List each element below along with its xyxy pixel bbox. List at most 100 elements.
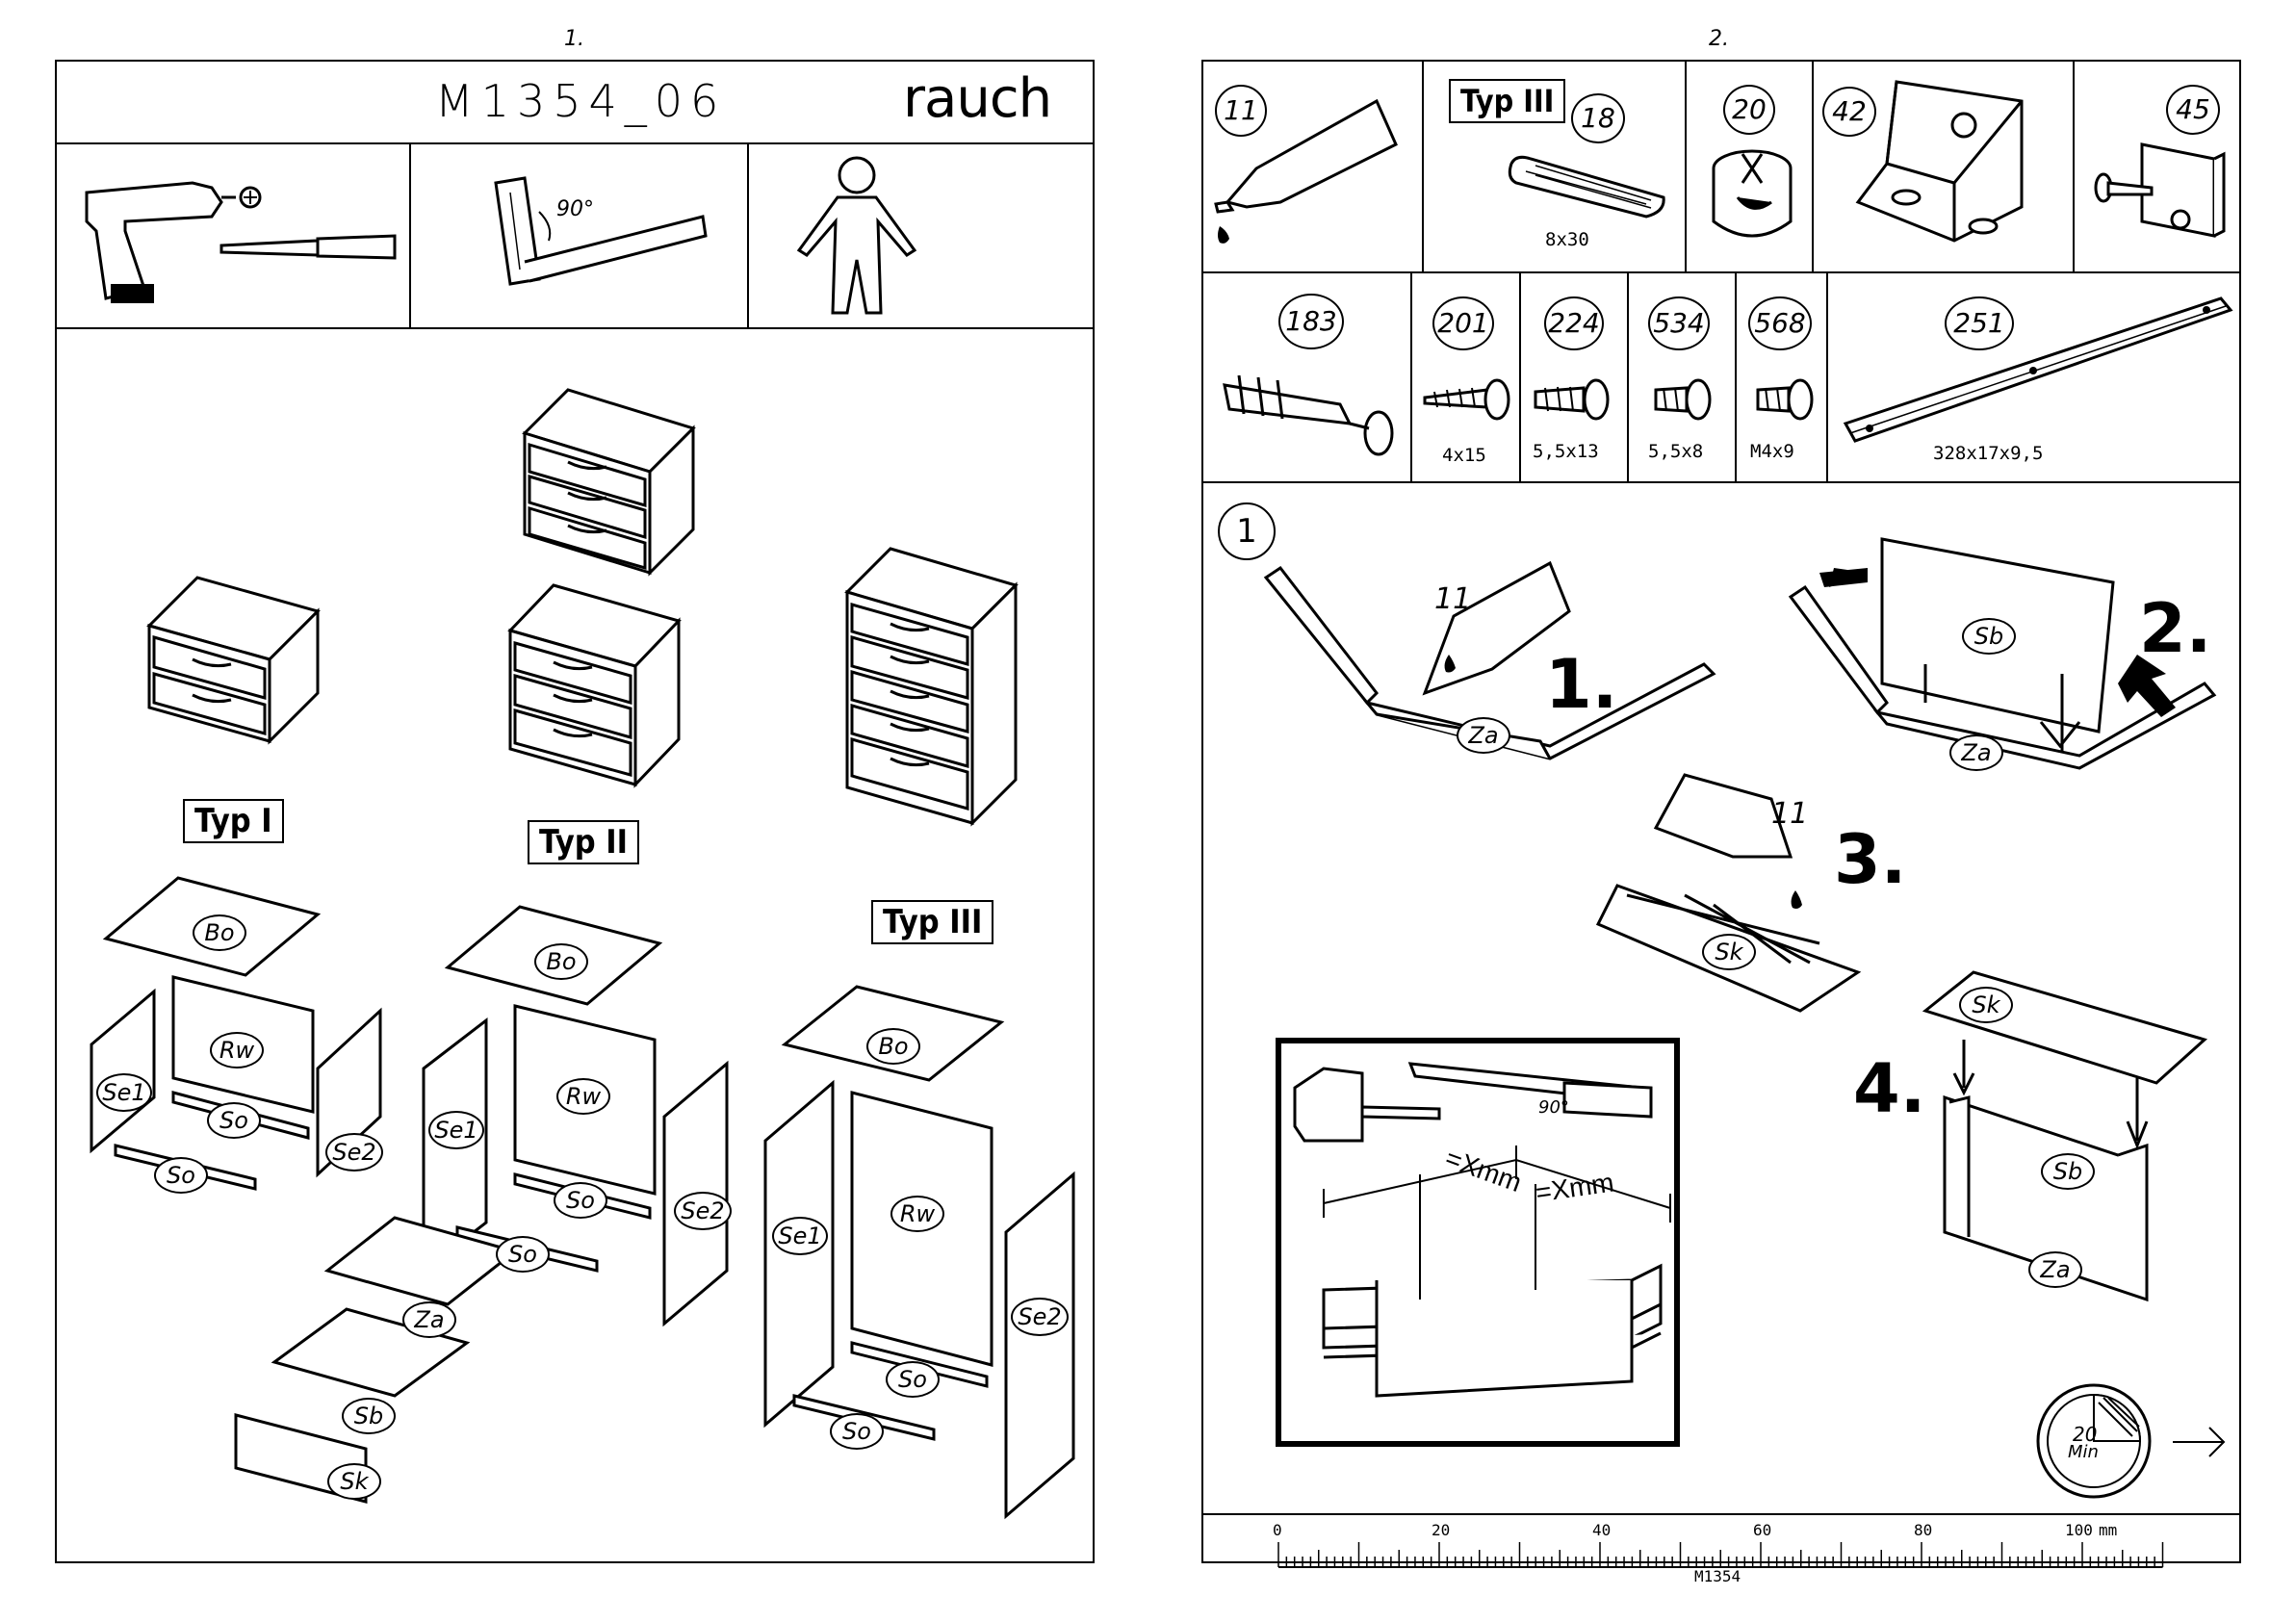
part-label-za: Za [1457, 717, 1510, 754]
part-label-so: So [496, 1236, 550, 1273]
next-arrow-icon [2171, 1423, 2229, 1461]
angle-plate-screw-icon [2084, 135, 2229, 250]
divider [409, 142, 411, 327]
part-label-za: Za [2028, 1251, 2082, 1288]
ruler-tick-label: 0 [1273, 1521, 1282, 1539]
part-label-se1: Se1 [428, 1111, 484, 1149]
measurement-illustration [1285, 1049, 1670, 1434]
part-label-sk: Sk [1959, 987, 2013, 1023]
substep-4: 4. [1853, 1049, 1925, 1128]
hardware-number-201: 201 [1432, 296, 1494, 350]
divider [1627, 271, 1629, 481]
ruler [1269, 1540, 2183, 1569]
cam-lock-icon [1704, 144, 1800, 250]
part-label-rw: Rw [556, 1078, 610, 1115]
angle-label: 90° [556, 197, 594, 221]
part-label-sk: Sk [1702, 934, 1756, 970]
hardware-number-18: 18 [1571, 93, 1625, 143]
part-label-bo: Bo [534, 943, 588, 980]
square-tool-icon [486, 173, 717, 298]
part-label-sk: Sk [327, 1463, 381, 1500]
hardware-typ-label: Typ III [1449, 79, 1565, 123]
part-label-so: So [830, 1413, 884, 1450]
ruler-tick-label: 100 [2065, 1521, 2093, 1539]
divider [1735, 271, 1737, 481]
right-page-number: 2. [1709, 27, 1729, 51]
ruler-code: M1354 [1694, 1567, 1741, 1585]
divider [1201, 271, 2241, 273]
hardware-dim-534: 5,5x8 [1648, 441, 1703, 462]
divider [1812, 60, 1814, 271]
glue-label: 11 [1771, 797, 1808, 831]
hardware-dim-224: 5,5x13 [1533, 441, 1599, 462]
ruler-tick-label: 60 [1753, 1521, 1771, 1539]
hardware-number-534: 534 [1648, 296, 1710, 350]
document-title: M1354_06 [435, 75, 726, 127]
part-label-so: So [154, 1157, 208, 1194]
hardware-dim-251: 328x17x9,5 [1933, 443, 2043, 464]
ruler-tick-label: 40 [1592, 1521, 1611, 1539]
part-label-rw: Rw [210, 1032, 264, 1068]
part-label-sb: Sb [2041, 1153, 2095, 1190]
part-label-za: Za [402, 1301, 456, 1338]
timer-unit: Min [2068, 1442, 2099, 1462]
part-label-bo: Bo [193, 914, 246, 951]
ruler-tick-label: 80 [1914, 1521, 1932, 1539]
divider [2073, 60, 2075, 271]
corner-bracket-icon [1848, 72, 2041, 245]
ruler-tick-label: 20 [1432, 1521, 1450, 1539]
hardware-number-45: 45 [2166, 85, 2220, 135]
part-label-so: So [554, 1182, 607, 1219]
hardware-number-183: 183 [1278, 294, 1344, 349]
wall-plug-icon [1215, 356, 1407, 462]
person-icon [789, 154, 924, 318]
divider [1410, 271, 1412, 481]
part-label-se1: Se1 [772, 1217, 828, 1255]
divider [1422, 60, 1424, 271]
typ-label-2: Typ II [528, 820, 639, 864]
divider [747, 142, 749, 327]
part-label-so: So [207, 1102, 261, 1139]
part-label-se2: Se2 [1011, 1298, 1069, 1336]
hardware-number-20: 20 [1723, 85, 1775, 135]
divider [1201, 1513, 2241, 1515]
part-label-se1: Se1 [96, 1073, 152, 1112]
hardware-number-224: 224 [1544, 296, 1604, 350]
glue-label: 11 [1434, 582, 1471, 616]
measure-angle-label: 90° [1538, 1097, 1569, 1118]
part-label-bo: Bo [866, 1028, 920, 1065]
divider [1685, 60, 1687, 271]
part-label-se2: Se2 [325, 1133, 383, 1171]
hardware-dim-201: 4x15 [1442, 445, 1486, 466]
substep-1: 1. [1545, 645, 1617, 724]
substep-3: 3. [1834, 820, 1906, 899]
drawer-runner-icon [1841, 289, 2235, 452]
divider [1201, 481, 2241, 483]
screw-4x15-icon [1420, 371, 1516, 428]
dowel-icon [1502, 144, 1675, 221]
screw-5-5x8-icon [1648, 371, 1725, 428]
left-page-number: 1. [564, 27, 584, 51]
part-label-so: So [886, 1361, 940, 1398]
substep-2: 2. [2139, 589, 2211, 668]
drill-icon [67, 164, 395, 318]
brand-logo: rauch [903, 67, 1051, 130]
ruler-unit: mm [2099, 1521, 2117, 1539]
hardware-dim-568: M4x9 [1750, 441, 1794, 462]
typ-label-1: Typ I [183, 799, 284, 843]
part-label-za: Za [1949, 734, 2003, 771]
part-label-sb: Sb [1962, 618, 2016, 655]
screw-m4x9-icon [1750, 371, 1827, 428]
hardware-dim-18: 8x30 [1545, 229, 1589, 250]
screw-5-5x13-icon [1531, 371, 1617, 428]
part-label-se2: Se2 [674, 1192, 732, 1230]
glue-tube-icon [1208, 96, 1401, 250]
hardware-number-568: 568 [1748, 296, 1812, 350]
cabinet-types-illustration [144, 385, 1030, 828]
part-label-rw: Rw [890, 1196, 944, 1232]
timer-icon [2031, 1378, 2166, 1513]
divider [55, 327, 1095, 329]
part-label-sb: Sb [342, 1398, 396, 1434]
divider [1519, 271, 1521, 481]
divider [55, 142, 1095, 144]
